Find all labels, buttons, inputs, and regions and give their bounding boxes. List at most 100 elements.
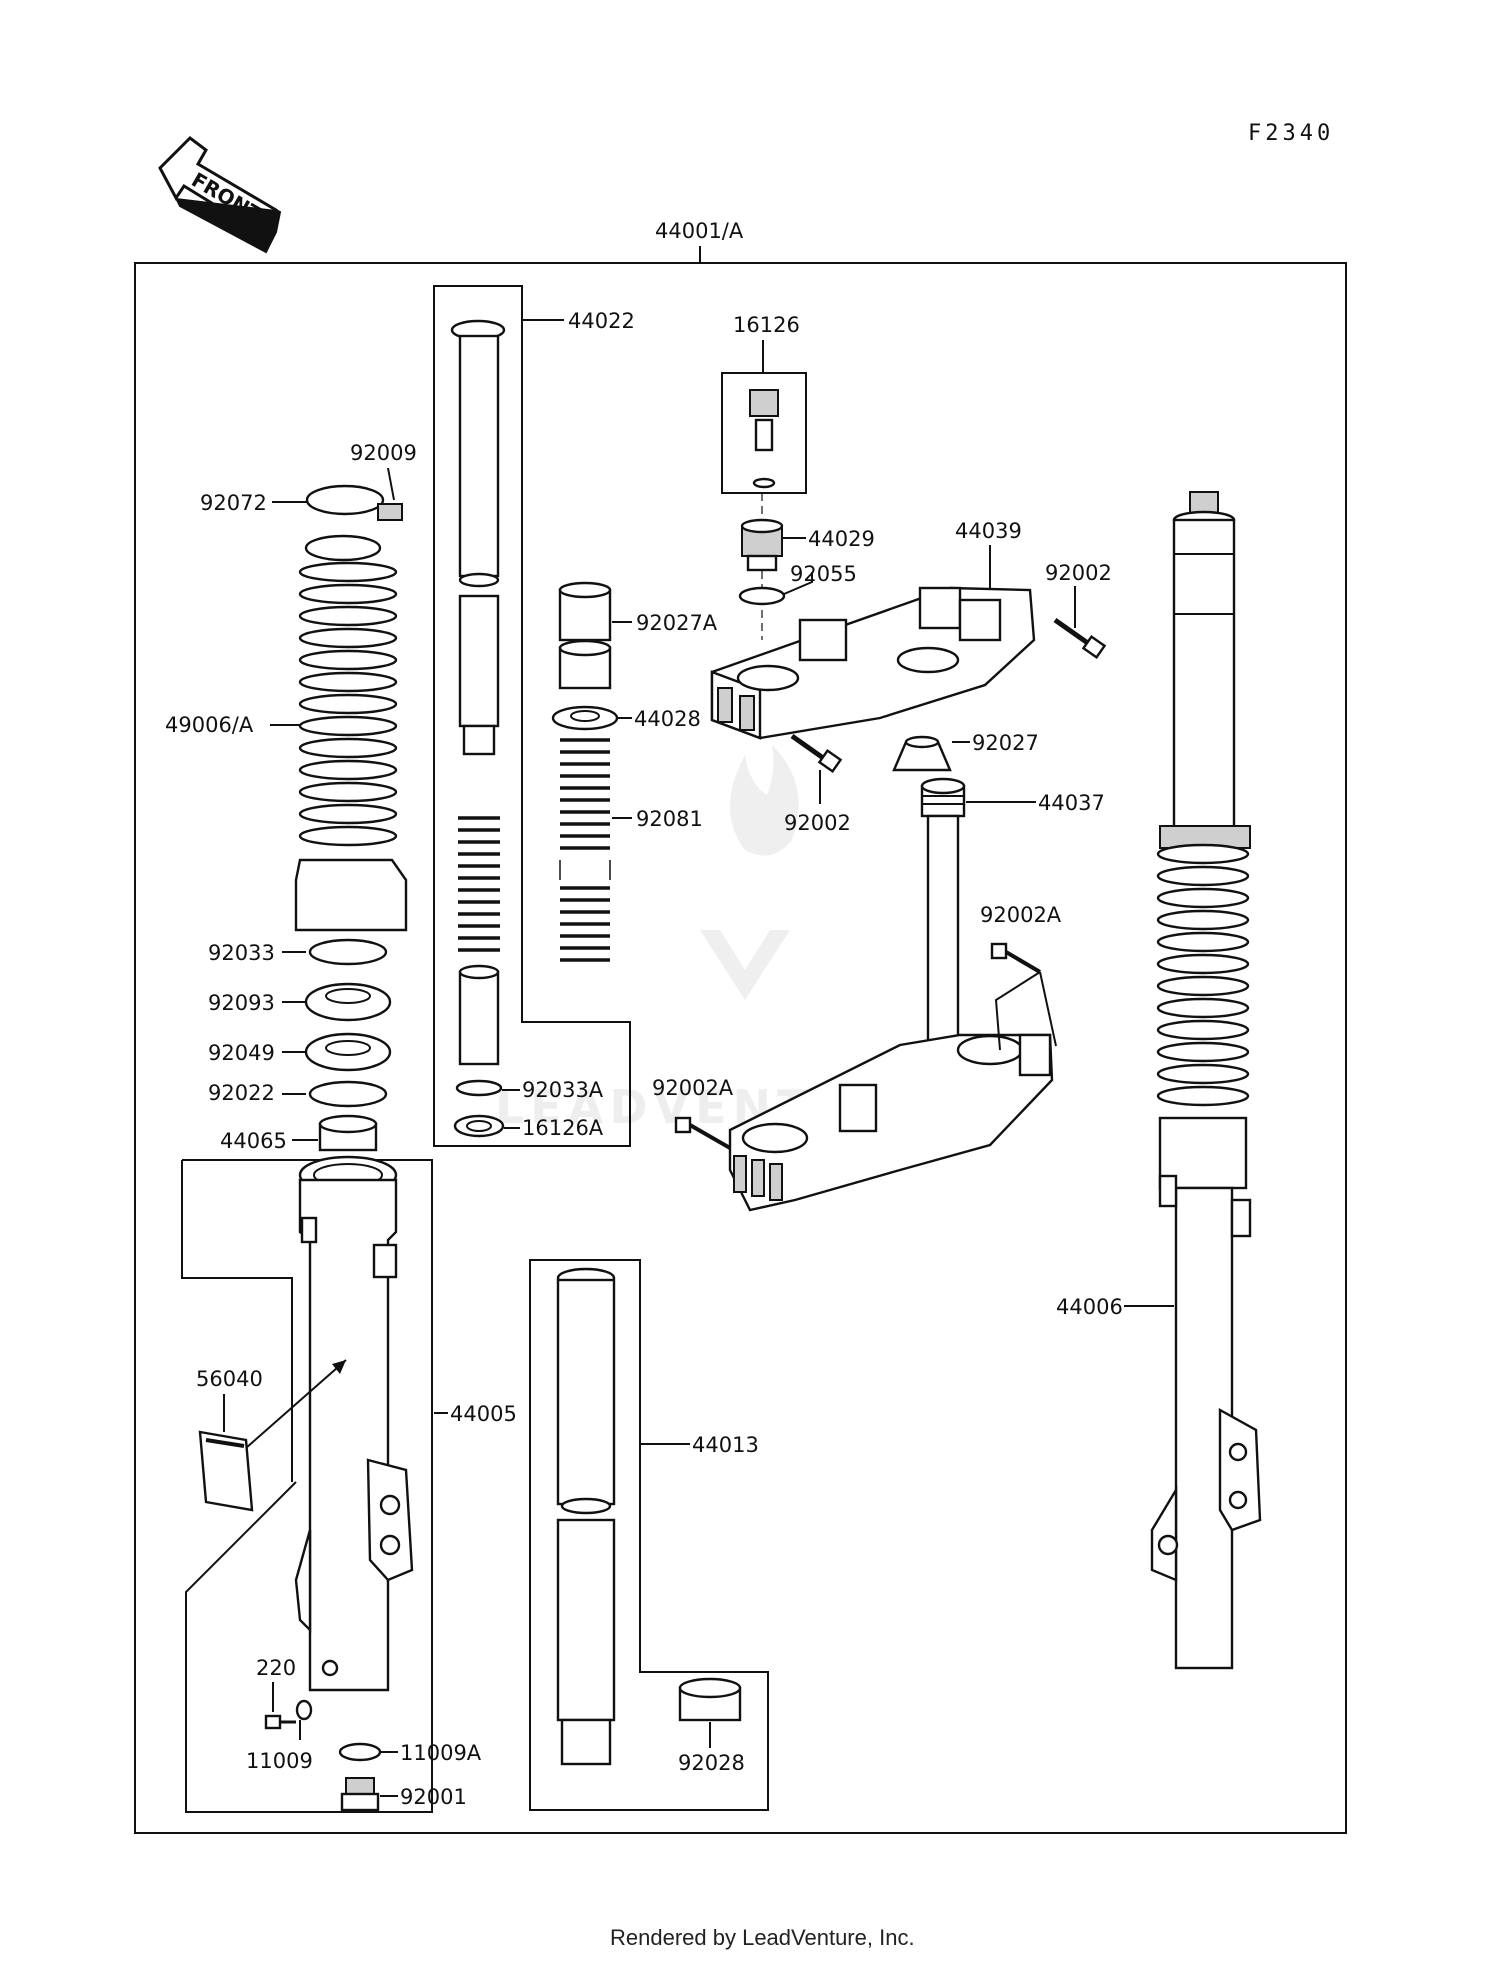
lower-triple-clamp (728, 1033, 1054, 1212)
inner-frame-44005 (181, 1159, 433, 1813)
cap-bolt-44029 (740, 518, 784, 572)
label-92002A-mid: 92002A (652, 1076, 734, 1100)
inner-tube-44013 (556, 1267, 616, 1766)
footer-text: Rendered by LeadVenture, Inc. (610, 1925, 915, 1950)
fork-boot-49006A (294, 534, 408, 932)
label-16126A: 16126A (522, 1116, 604, 1140)
label-92027: 92027 (972, 731, 1039, 755)
assembly-frame (134, 262, 1347, 1834)
washer-92022 (308, 1080, 388, 1108)
label-92093: 92093 (208, 991, 275, 1015)
label-92049: 92049 (208, 1041, 275, 1065)
label-11009A: 11009A (400, 1741, 482, 1765)
spring-44022 (458, 812, 500, 962)
boot-rib (1156, 887, 1250, 909)
label-11009: 11009 (246, 1749, 313, 1773)
label-56040: 56040 (196, 1367, 263, 1391)
boot-rib (1156, 909, 1250, 931)
label-92002-mid: 92002 (784, 811, 851, 835)
boot-rib (1156, 931, 1250, 953)
boot-rib (1156, 1085, 1250, 1107)
fork-assembly-44006 (1150, 491, 1262, 1670)
label-16126: 16126 (733, 313, 800, 337)
label-44029: 44029 (808, 527, 875, 551)
spacer-92027A (558, 581, 612, 690)
inner-frame-44022 (433, 285, 631, 1147)
damper-rod-piece (458, 964, 500, 1066)
boot-rib (298, 803, 398, 825)
bolt-92001 (340, 1777, 380, 1812)
label-92002-top: 92002 (1045, 561, 1112, 585)
label-44028: 44028 (634, 707, 701, 731)
bushing-44065 (318, 1114, 378, 1152)
label-44037: 44037 (1038, 791, 1105, 815)
seal-92049 (304, 1032, 392, 1072)
boot-rib (298, 737, 398, 759)
assembly-label: 44001/A (655, 219, 744, 243)
boot-rib (298, 693, 398, 715)
label-92009: 92009 (350, 441, 417, 465)
label-44039: 44039 (955, 519, 1022, 543)
label-92001: 92001 (400, 1785, 467, 1809)
label-92055: 92055 (790, 562, 857, 586)
label-92033: 92033 (208, 941, 275, 965)
spacer-92027 (892, 735, 952, 772)
gasket-11009A (338, 1742, 382, 1762)
boot-rib (298, 583, 398, 605)
fork-tube-44022 (450, 319, 506, 756)
air-valve (749, 389, 779, 489)
steering-stem-44037 (920, 777, 966, 1068)
label-92072: 92072 (200, 491, 267, 515)
label-44065: 44065 (220, 1129, 287, 1153)
arrow-56040 (245, 1359, 347, 1449)
boot-rib (1156, 1063, 1250, 1085)
label-220: 220 (256, 1656, 296, 1680)
label-44013: 44013 (692, 1433, 759, 1457)
label-92028: 92028 (678, 1751, 745, 1775)
label-92027A: 92027A (636, 611, 718, 635)
boot-rib (1156, 865, 1250, 887)
ring-92033A (455, 1079, 503, 1097)
boot-rib (1156, 843, 1250, 865)
inner-frame-44013 (529, 1259, 769, 1811)
diagram-code: F2340 (1248, 121, 1334, 146)
label-92002A-top: 92002A (980, 903, 1062, 927)
label-92022: 92022 (208, 1081, 275, 1105)
boot-rib (1156, 1041, 1250, 1063)
boot-rib (298, 649, 398, 671)
upper-triple-clamp-44039 (710, 586, 1036, 740)
boot-rib (298, 825, 398, 847)
label-44006: 44006 (1056, 1295, 1123, 1319)
boot-rib (1156, 1019, 1250, 1041)
boot-rib (298, 781, 398, 803)
boot-rib (1156, 975, 1250, 997)
boot-rib (298, 715, 398, 737)
bolt-92002A-mid (674, 1116, 731, 1150)
label-92081: 92081 (636, 807, 703, 831)
circlip-92033 (308, 938, 388, 966)
boot-rib (298, 627, 398, 649)
boot-rib (298, 605, 398, 627)
front-arrow: FRONT (158, 136, 282, 254)
screw-220 (264, 1714, 296, 1730)
bushing-92028 (678, 1677, 742, 1722)
boot-rib (298, 759, 398, 781)
boot-rib (298, 671, 398, 693)
spring-92081 (559, 738, 611, 962)
seal-92093 (304, 982, 392, 1022)
label-44022: 44022 (568, 309, 635, 333)
bolt-92002-mid (790, 733, 843, 773)
label-49006A: 49006/A (165, 713, 254, 737)
band-clamp-92072 (305, 484, 403, 521)
boot-rib (1156, 953, 1250, 975)
label-plate-56040 (198, 1430, 254, 1512)
outer-tube-44005 (294, 1155, 414, 1692)
label-44005: 44005 (450, 1402, 517, 1426)
bolt-92002-top (1053, 617, 1107, 659)
washer-11009 (295, 1699, 313, 1721)
boot-rib (1156, 997, 1250, 1019)
oring-92055 (738, 586, 786, 606)
boot-rib (298, 561, 398, 583)
label-92033A: 92033A (522, 1078, 604, 1102)
